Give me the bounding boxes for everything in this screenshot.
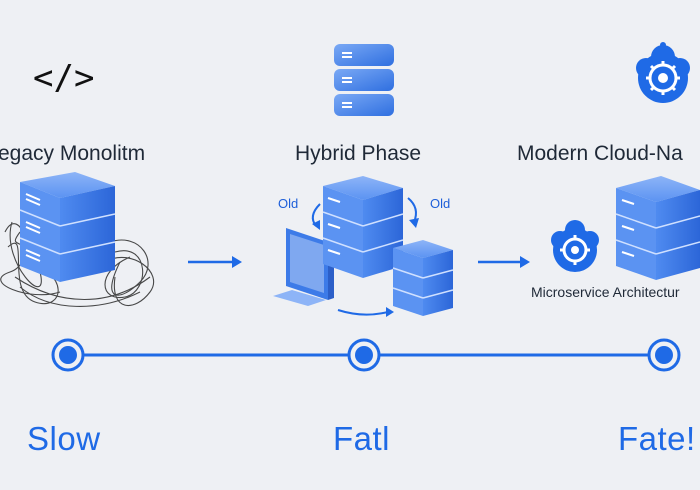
legacy-monolith-server: [0, 172, 155, 307]
microservice-gear-icon: [551, 220, 599, 272]
speed-label-modern: Fate!: [618, 420, 696, 457]
speed-label-hybrid: Fatl: [333, 420, 391, 457]
speed-label-legacy: Slow: [27, 420, 101, 457]
legacy-monitor-icon: [273, 228, 334, 306]
stage-title-hybrid: Hybrid Phase: [295, 142, 422, 165]
arrow-right-2: [478, 256, 530, 268]
cloud-gear-icon: [636, 42, 690, 103]
timeline-node-modern: [647, 338, 681, 372]
timeline-node-hybrid: [347, 338, 381, 372]
timeline-node-legacy: [51, 338, 85, 372]
modern-cloud-server: [615, 176, 700, 280]
server-stack-icon: [334, 44, 394, 116]
old-label-right: Old: [430, 196, 451, 211]
code-brackets-icon: </>: [33, 58, 95, 98]
hybrid-small-server: [392, 240, 454, 316]
hybrid-main-server: [322, 176, 404, 278]
microservice-label: Microservice Architectur: [531, 284, 680, 300]
stage-title-modern: Modern Cloud-Na: [517, 142, 683, 165]
stage-title-legacy: egacy Monolitm: [0, 142, 146, 165]
old-label-left: Old: [278, 196, 299, 211]
arrow-right-1: [188, 256, 242, 268]
hybrid-phase-illustration: [273, 176, 454, 317]
timeline: [51, 338, 681, 372]
tangled-wires: [0, 221, 155, 307]
